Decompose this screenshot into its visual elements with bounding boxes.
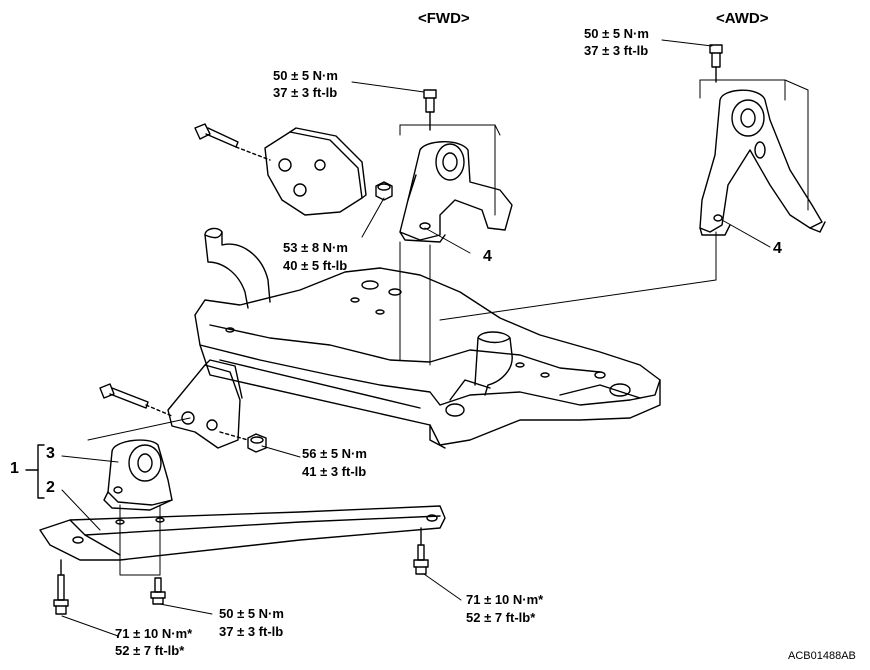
engine-mount-insulator: [103, 439, 173, 511]
callout-2: 2: [46, 479, 55, 496]
awd-top-torque-nm: 50 ± 5 N·m: [584, 26, 649, 41]
right-bolt-torque-nm: 71 ± 10 N·m*: [466, 592, 544, 607]
fwd-nut-torque-ftlb: 40 ± 5 ft-lb: [283, 258, 348, 273]
awd-engine-mount: [699, 89, 826, 236]
mid-bolt-torque-ftlb: 37 ± 3 ft-lb: [219, 624, 284, 639]
mid-lower-bolt: [150, 577, 166, 605]
fwd-engine-bracket: [264, 127, 367, 216]
fwd-box-outline: [399, 124, 501, 216]
left-lower-bolt: [53, 559, 69, 615]
fwd-mount-insulator: [399, 141, 513, 243]
left-long-bolt: [99, 383, 173, 417]
left-mount-bracket: [167, 359, 243, 449]
awd-box-outline: [699, 79, 809, 211]
fwd-top-torque-ftlb: 37 ± 3 ft-lb: [273, 85, 338, 100]
left-nut-torque-nm: 56 ± 5 N·m: [302, 446, 367, 461]
left-nut: [219, 431, 267, 453]
left-bolt-torque-nm: 71 ± 10 N·m*: [115, 626, 193, 641]
awd-top-bolt: [709, 44, 723, 83]
leader-lines: [61, 39, 771, 637]
left-box-outline: [87, 417, 191, 576]
fwd-top-bolt: [423, 89, 437, 131]
figure-reference-id: ACB01488AB: [788, 650, 856, 662]
mount-stopper: [39, 505, 446, 561]
awd-top-torque-ftlb: 37 ± 3 ft-lb: [584, 43, 649, 58]
fwd-nut-torque-nm: 53 ± 8 N·m: [283, 240, 348, 255]
callout-3: 3: [46, 445, 55, 462]
right-lower-bolt: [413, 527, 429, 575]
callout-1: 1: [10, 460, 19, 477]
left-nut-torque-ftlb: 41 ± 3 ft-lb: [302, 464, 367, 479]
fwd-header: <FWD>: [418, 10, 470, 27]
fwd-nut: [375, 181, 393, 201]
callout-bracket: [25, 444, 45, 499]
callout-4-awd: 4: [773, 240, 782, 257]
callout-4-fwd: 4: [483, 248, 492, 265]
awd-header: <AWD>: [716, 10, 769, 27]
mid-bolt-torque-nm: 50 ± 5 N·m: [219, 606, 284, 621]
fwd-top-torque-nm: 50 ± 5 N·m: [273, 68, 338, 83]
front-crossmember: [194, 227, 661, 449]
right-bolt-torque-ftlb: 52 ± 7 ft-lb*: [466, 610, 536, 625]
left-bolt-torque-ftlb: 52 ± 7 ft-lb*: [115, 643, 185, 658]
fwd-long-bolt: [194, 123, 271, 161]
